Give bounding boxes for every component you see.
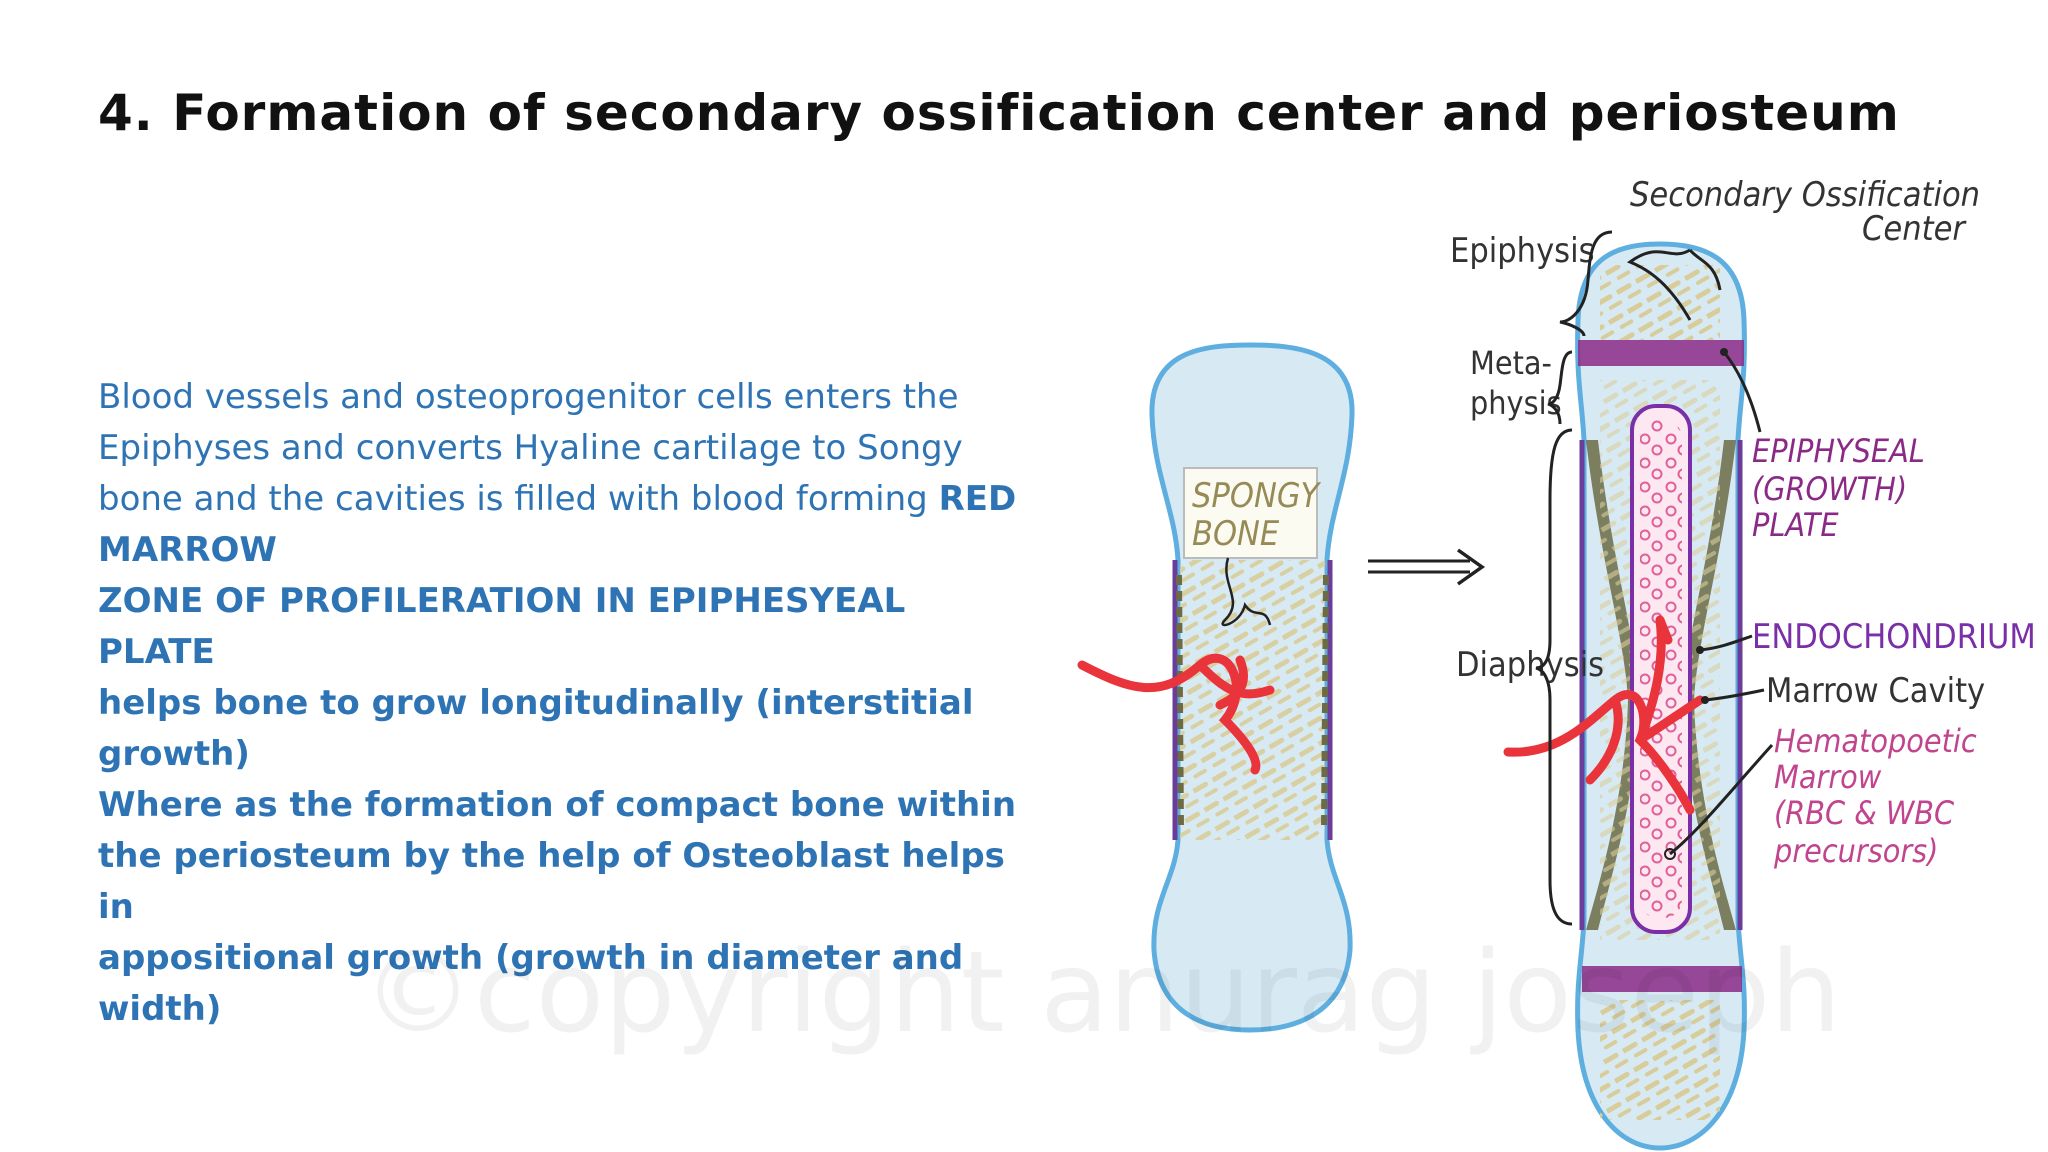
label-metaphysis-1: Meta- xyxy=(1470,344,1552,382)
red-marrow-bold: RED xyxy=(938,479,1017,519)
slide-title: 4. Formation of secondary ossification c… xyxy=(98,84,1900,142)
label-hematopoetic-4: precursors) xyxy=(1773,832,1938,870)
text-line: bone and the cavities is filled with blo… xyxy=(98,474,1028,525)
left-blood-vessel xyxy=(1077,653,1275,775)
spongy-label-box xyxy=(1183,467,1318,559)
label-epiphysis: Epiphysis xyxy=(1450,231,1595,271)
label-hematopoetic-3: (RBC & WBC xyxy=(1774,794,1955,832)
upper-growth-plate xyxy=(1578,340,1744,366)
right-lower-epiphysis-spongy xyxy=(1600,1000,1720,1120)
text-line-bold: width) xyxy=(98,989,222,1029)
text-line-bold: appositional growth (growth in diameter … xyxy=(98,938,964,978)
body-paragraph: Blood vessels and osteoprogenitor cells … xyxy=(98,372,1028,1035)
spongy-pointer xyxy=(1221,557,1272,627)
spongy-label-line1: SPONGY xyxy=(1192,476,1322,516)
metaphysis-brace xyxy=(1547,350,1573,425)
transition-arrow xyxy=(1368,548,1486,586)
hematopoetic-pointer xyxy=(1669,743,1774,856)
right-epiphysis-spongy xyxy=(1600,265,1720,340)
right-labels: Secondary Ossification Center Epiphysis … xyxy=(1450,175,2036,926)
label-marrow-cavity: Marrow Cavity xyxy=(1766,671,1985,711)
spongy-bone-label: SPONGY BONE xyxy=(1183,467,1322,627)
label-epiphyseal-2: (GROWTH) xyxy=(1752,470,1907,508)
text-line-bold: MARROW xyxy=(98,530,277,570)
text-line: Blood vessels and osteoprogenitor cells … xyxy=(98,377,959,417)
copyright-watermark: ©copyright anurag joseph xyxy=(362,928,1842,1058)
label-epiphyseal-3: PLATE xyxy=(1752,506,1839,544)
epiphysis-brace xyxy=(1559,230,1613,337)
text-span: bone and the cavities is filled with blo… xyxy=(98,479,939,519)
left-compact-right xyxy=(1321,574,1329,831)
text-line-bold: Where as the formation of compact bone w… xyxy=(98,785,1017,825)
left-compact-left xyxy=(1176,574,1184,831)
text-line-bold: the periosteum by the help of Osteoblast… xyxy=(98,836,1005,927)
label-epiphyseal-1: EPIPHYSEAL xyxy=(1752,432,1925,470)
text-line: Epiphyses and converts Hyaline cartilage… xyxy=(98,428,963,468)
label-metaphysis-2: physis xyxy=(1470,384,1562,422)
text-line-bold: helps bone to grow longitudinally (inter… xyxy=(98,683,974,723)
label-secondary-ossification-2: Center xyxy=(1862,209,1967,249)
right-blood-vessel xyxy=(1503,615,1705,815)
label-diaphysis: Diaphysis xyxy=(1456,645,1604,685)
bone-ossification-diagram: SPONGY BONE Secondary xyxy=(1077,175,2036,1151)
left-bone-spongy-region xyxy=(1180,560,1325,840)
text-line-bold: ZONE OF PROFILERATION IN EPIPHESYEAL PLA… xyxy=(98,581,906,672)
label-hematopoetic-1: Hematopoetic xyxy=(1774,722,1977,760)
label-hematopoetic-2: Marrow xyxy=(1774,758,1882,796)
diaphysis-brace xyxy=(1535,428,1573,926)
lower-growth-plate xyxy=(1582,966,1742,992)
spongy-label-line2: BONE xyxy=(1192,514,1280,554)
endochondrium-pointer xyxy=(1699,634,1753,652)
label-endochondrium: ENDOCHONDRIUM xyxy=(1752,617,2036,657)
marrow-cavity-pointer xyxy=(1704,688,1765,702)
secondary-ossification-pointer xyxy=(1626,248,1722,321)
right-bone xyxy=(1503,241,1747,1151)
text-line-bold: growth) xyxy=(98,734,250,774)
epiphyseal-pointer xyxy=(1722,351,1762,433)
label-secondary-ossification-1: Secondary Ossification xyxy=(1630,175,1980,215)
